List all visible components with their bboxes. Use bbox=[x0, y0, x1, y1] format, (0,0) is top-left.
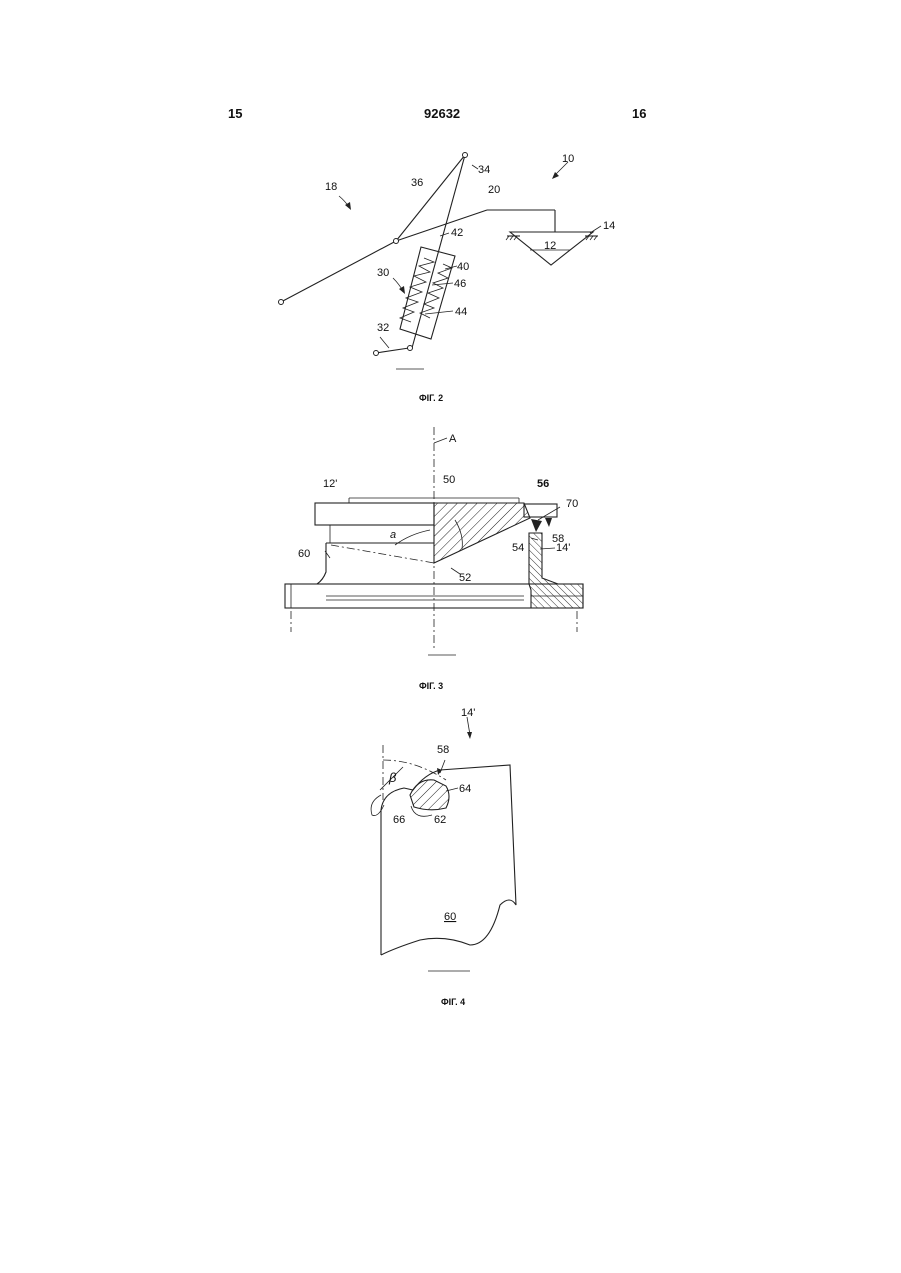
label-54: 54 bbox=[512, 542, 524, 554]
label-30: 30 bbox=[377, 267, 389, 279]
figure-3-caption: ФІГ. 3 bbox=[419, 681, 443, 691]
label-52: 52 bbox=[459, 572, 471, 584]
label-14-prime: 14' bbox=[556, 542, 570, 554]
label-32: 32 bbox=[377, 322, 389, 334]
label-64: 64 bbox=[459, 783, 471, 795]
label-12-prime: 12' bbox=[323, 478, 337, 490]
figure-4-labels: 14' 58 β 64 66 62 60 ФІГ. 4 bbox=[388, 707, 475, 1007]
label-44: 44 bbox=[455, 306, 467, 318]
label-42: 42 bbox=[451, 227, 463, 239]
label-14-prime-fig4: 14' bbox=[461, 707, 475, 719]
figure-4-caption: ФІГ. 4 bbox=[441, 997, 465, 1007]
label-alpha: a bbox=[390, 529, 396, 541]
label-14: 14 bbox=[603, 220, 615, 232]
figure-2-labels: 10 18 36 34 20 14 12 42 40 30 46 44 32 Ф… bbox=[325, 153, 615, 403]
label-66: 66 bbox=[393, 814, 405, 826]
figure-2-caption: ФІГ. 2 bbox=[419, 393, 443, 403]
label-56: 56 bbox=[537, 478, 549, 490]
label-20: 20 bbox=[488, 184, 500, 196]
label-60: 60 bbox=[298, 548, 310, 560]
figure-3-drawing bbox=[285, 427, 583, 655]
label-34: 34 bbox=[478, 164, 490, 176]
label-A: A bbox=[449, 433, 457, 445]
label-beta: β bbox=[388, 770, 397, 785]
label-60-fig4: 60 bbox=[444, 911, 456, 923]
label-46: 46 bbox=[454, 278, 466, 290]
label-62: 62 bbox=[434, 814, 446, 826]
label-50: 50 bbox=[443, 474, 455, 486]
label-40: 40 bbox=[457, 261, 469, 273]
label-70: 70 bbox=[566, 498, 578, 510]
label-12: 12 bbox=[544, 240, 556, 252]
label-58-fig4: 58 bbox=[437, 744, 449, 756]
label-10: 10 bbox=[562, 153, 574, 165]
label-18: 18 bbox=[325, 181, 337, 193]
label-36: 36 bbox=[411, 177, 423, 189]
